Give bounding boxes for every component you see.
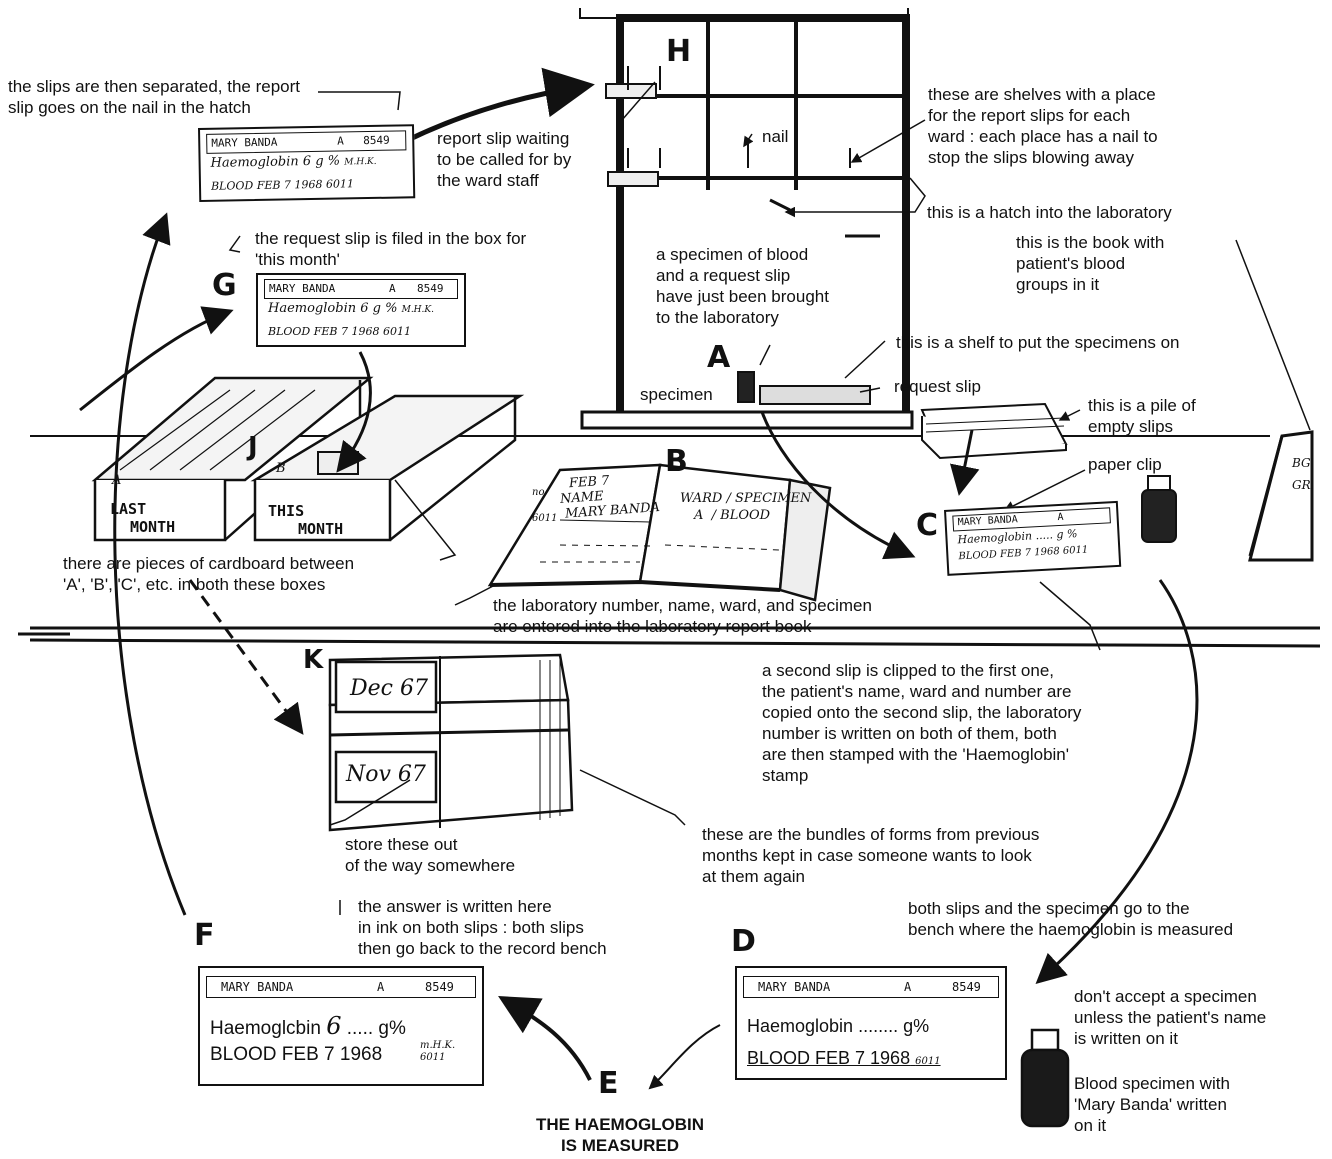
label-H: H [666,34,691,69]
note-request-slip: request slip [894,376,981,397]
note-paper-clip: paper clip [1088,454,1162,475]
note-specimen: specimen [640,384,713,405]
label-C: C [916,508,938,543]
label-J: J [248,432,258,462]
label-G: G [212,268,237,303]
bundle-dec: Dec 67 [350,676,428,701]
note-nail: nail [762,126,788,147]
note-second-slip: a second slip is clipped to the first on… [762,660,1081,786]
note-bundles: these are the bundles of forms from prev… [702,824,1039,887]
tab-b-label: B [276,458,286,479]
specimen-bottle [1022,1030,1068,1126]
slip-pile [922,404,1066,458]
label-F: F [194,918,215,953]
note-lab-number: the laboratory number, name, ward, and s… [493,595,872,637]
bundle-nov: Nov 67 [346,762,426,787]
book-left-page: FEB 7 NAME MARY BANDA [545,470,661,523]
hatch-window [580,8,912,428]
note-shelf-specimens: this is a shelf to put the specimens on [896,332,1180,353]
bench-bottle [1142,476,1176,542]
tab-a-label: A [112,470,121,491]
label-A: A [707,340,730,375]
label-D: D [731,924,756,959]
note-cardboard: there are pieces of cardboard between'A'… [63,553,354,595]
book-right-page: WARD / SPECIMEN A / BLOOD [680,490,811,524]
note-request-filed: the request slip is filed in the box for… [255,228,526,270]
label-E: E [598,1066,619,1101]
note-slips-separated: the slips are then separated, the report… [8,76,300,118]
note-hatch: this is a hatch into the laboratory [927,202,1172,223]
label-K: K [303,645,323,675]
label-B: B [665,444,688,479]
